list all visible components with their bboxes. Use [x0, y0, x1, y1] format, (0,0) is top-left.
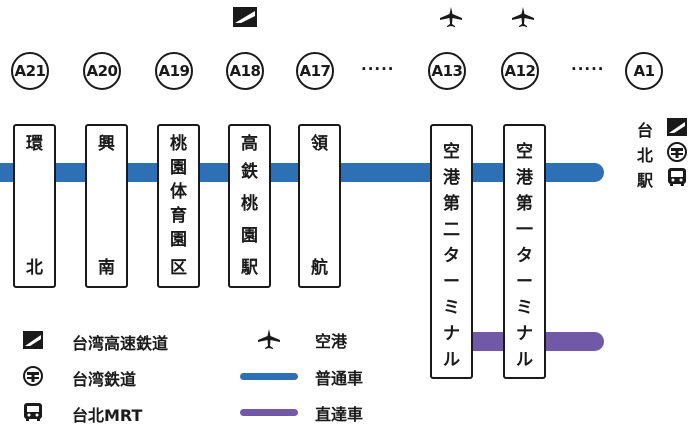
station-code-a13: A13 [428, 52, 466, 90]
legend-label-tra: 台湾鉄道 [72, 370, 137, 389]
station-name-char: 北 [637, 146, 654, 165]
station-name-char: 港 [516, 168, 533, 188]
station-name-char: 北 [26, 258, 43, 278]
station-name-char: 空 [443, 142, 460, 162]
mrt-icon [666, 167, 688, 187]
station-name-char: 駅 [241, 258, 258, 278]
legend-label-hsr: 台湾高速鉄道 [72, 334, 169, 353]
airplane-icon [438, 6, 464, 28]
station-name-char: 領 [311, 134, 328, 154]
station-name-char: 興 [98, 134, 115, 154]
station-name-char: 園 [170, 158, 187, 178]
station-name-char: ー [443, 272, 460, 292]
tra-icon [22, 366, 44, 386]
station-box-a18: 高 鉄 桃 園 駅 [228, 124, 271, 288]
station-code-a19: A19 [155, 52, 193, 90]
tra-icon [666, 142, 688, 162]
legend-label-commuter: 普通車 [315, 369, 364, 388]
station-code-a12: A12 [501, 52, 539, 90]
station-name-char: 空 [516, 142, 533, 162]
station-name-char: 駅 [637, 171, 654, 190]
station-name-char: 体 [170, 182, 187, 202]
station-name-char: 鉄 [241, 162, 258, 182]
ellipsis: ····· [361, 60, 395, 78]
station-name-char: ル [516, 350, 533, 370]
station-code-a20: A20 [83, 52, 121, 90]
airplane-icon [256, 328, 282, 350]
hsr-icon [22, 330, 44, 350]
station-box-a12: 空 港 第 一 タ ー ミ ナ ル [503, 124, 546, 379]
station-name-char: ミ [443, 298, 460, 318]
station-name-char: タ [443, 246, 460, 266]
legend-line-express [240, 409, 298, 416]
legend-label-airport: 空港 [315, 332, 348, 351]
station-name-char: 桃 [241, 194, 258, 214]
station-box-a13: 空 港 第 二 タ ー ミ ナ ル [430, 124, 473, 379]
station-name-char: 桃 [170, 134, 187, 154]
legend-label-mrt: 台北MRT [72, 406, 143, 425]
station-name-char: 第 [443, 194, 460, 214]
airplane-icon [510, 6, 536, 28]
station-name-char: 高 [241, 134, 258, 154]
station-name-char: 園 [241, 226, 258, 246]
station-code-a21: A21 [11, 52, 49, 90]
mrt-icon [22, 402, 44, 422]
station-name-char: 園 [170, 230, 187, 250]
station-name-char: ミ [516, 298, 533, 318]
ellipsis: ····· [571, 60, 605, 78]
station-box-a20: 興 南 [85, 124, 128, 288]
station-name-char: 一 [516, 220, 533, 240]
station-box-a21: 環 北 [13, 124, 56, 288]
station-name-char: ル [443, 350, 460, 370]
station-name-char: 二 [443, 220, 460, 240]
station-code-a1: A1 [625, 52, 663, 90]
station-name-char: タ [516, 246, 533, 266]
station-name-char: 区 [170, 258, 187, 278]
hsr-icon [666, 117, 688, 137]
station-box-a19: 桃 園 体 育 園 区 [157, 124, 200, 288]
station-name-char: ナ [443, 324, 460, 344]
station-name-char: 南 [98, 258, 115, 278]
legend-label-express: 直達車 [315, 405, 364, 424]
station-name-char: 航 [311, 258, 328, 278]
station-name-char: 台 [637, 121, 654, 140]
station-box-a17: 領 航 [298, 124, 341, 288]
hsr-icon [232, 6, 258, 28]
station-code-a17: A17 [296, 52, 334, 90]
station-name-char: ー [516, 272, 533, 292]
station-name-char: 第 [516, 194, 533, 214]
station-name-char: 環 [26, 134, 43, 154]
station-code-a18: A18 [226, 52, 264, 90]
station-name-char: ナ [516, 324, 533, 344]
legend-line-commuter [240, 373, 298, 380]
station-name-char: 港 [443, 168, 460, 188]
station-name-char: 育 [170, 206, 187, 226]
